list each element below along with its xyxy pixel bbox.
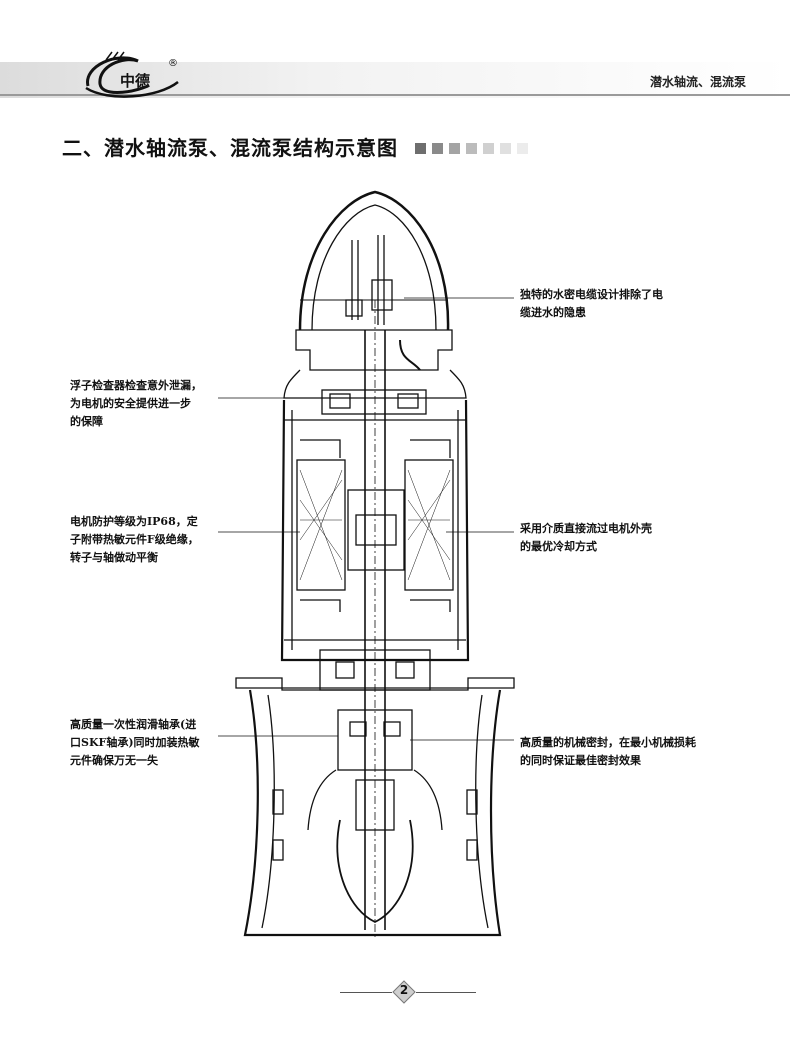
page-number: 2 bbox=[399, 983, 409, 997]
title-decoration bbox=[415, 143, 528, 154]
annotation-motor-protection: 电机防护等级为IP68，定 子附带热敏元件F级绝缘， 转子与轴做动平衡 bbox=[70, 513, 199, 567]
registered-mark: ® bbox=[168, 58, 178, 69]
annotation-line: 元件确保万无一失 bbox=[70, 754, 158, 767]
annotation-cooling: 采用介质直接流过电机外壳 的最优冷却方式 bbox=[520, 520, 652, 556]
footer-rule-left bbox=[340, 992, 392, 993]
annotation-watertight-cable: 独特的水密电缆设计排除了电 缆进水的隐患 bbox=[520, 286, 663, 322]
annotation-bearing: 高质量一次性润滑轴承(进 口SKF轴承)同时加装热敏 元件确保万无一失 bbox=[70, 716, 200, 770]
brand-logo-text: 中德 bbox=[120, 72, 150, 90]
annotation-line: 转子与轴做动平衡 bbox=[70, 551, 158, 564]
page-number-badge bbox=[392, 980, 416, 1004]
decor-square bbox=[449, 143, 460, 154]
annotation-line: 的保障 bbox=[70, 415, 103, 428]
footer-rule-right bbox=[416, 992, 476, 993]
annotation-line: 的同时保证最佳密封效果 bbox=[520, 754, 641, 767]
annotation-line: 为电机的安全提供进一步 bbox=[70, 397, 191, 410]
annotation-line: 的最优冷却方式 bbox=[520, 540, 597, 553]
decor-square bbox=[517, 143, 528, 154]
annotation-mechanical-seal: 高质量的机械密封，在最小机械损耗 的同时保证最佳密封效果 bbox=[520, 734, 696, 770]
annotation-float-detector: 浮子检查器检查意外泄漏， 为电机的安全提供进一步 的保障 bbox=[70, 377, 202, 431]
annotation-line: 子附带热敏元件F级绝缘， bbox=[70, 533, 199, 546]
page-title: 二、潜水轴流泵、混流泵结构示意图 bbox=[62, 136, 398, 160]
annotation-line: 独特的水密电缆设计排除了电 bbox=[520, 288, 663, 301]
annotation-line: 口SKF轴承)同时加装热敏 bbox=[70, 736, 200, 749]
annotation-line: 高质量一次性润滑轴承(进 bbox=[70, 718, 197, 731]
decor-square bbox=[500, 143, 511, 154]
decor-square bbox=[415, 143, 426, 154]
annotation-line: 浮子检查器检查意外泄漏， bbox=[70, 379, 202, 392]
decor-square bbox=[432, 143, 443, 154]
annotation-line: 缆进水的隐患 bbox=[520, 306, 586, 319]
annotation-line: 电机防护等级为IP68，定 bbox=[70, 515, 198, 528]
decor-square bbox=[466, 143, 477, 154]
decor-square bbox=[483, 143, 494, 154]
brand-logo: 中德 ® bbox=[85, 51, 179, 98]
annotation-line: 高质量的机械密封，在最小机械损耗 bbox=[520, 736, 696, 749]
section-title: 潜水轴流、混流泵 bbox=[649, 75, 746, 89]
annotation-line: 采用介质直接流过电机外壳 bbox=[520, 522, 652, 535]
header-rule bbox=[0, 94, 790, 96]
